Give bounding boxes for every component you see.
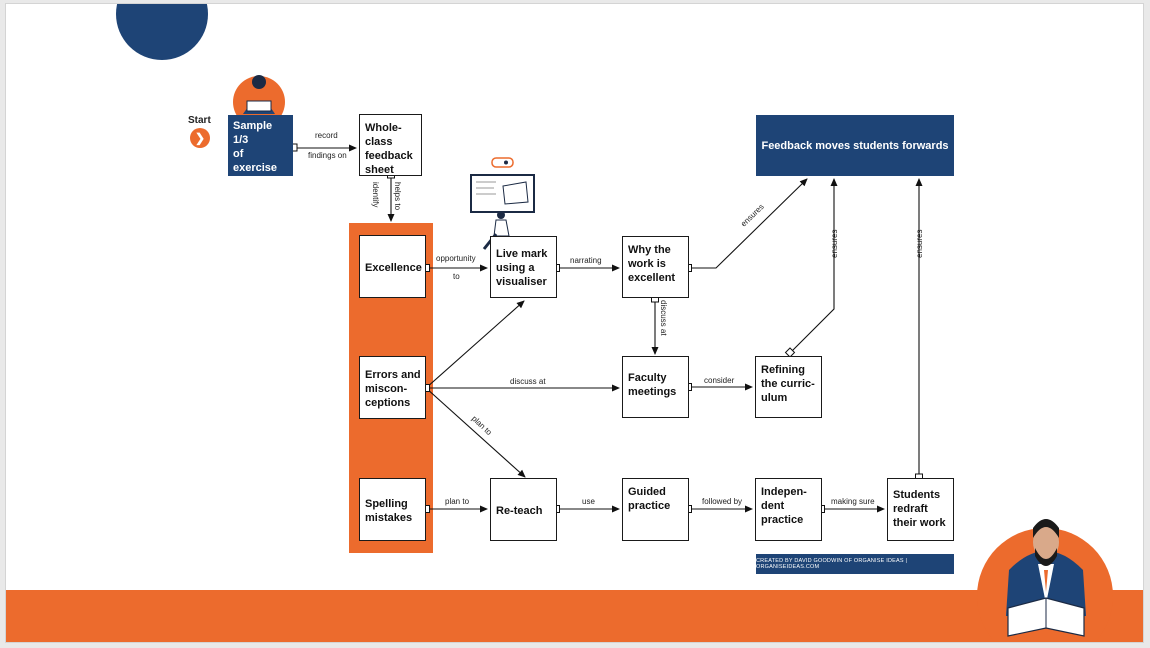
label-discuss-at-vertical: discuss at <box>659 300 668 336</box>
decorative-navy-circle <box>116 4 208 60</box>
label-discuss-at: discuss at <box>510 377 546 386</box>
node-excellence: Excellence <box>359 235 426 298</box>
edge-why-to-goal <box>688 178 808 269</box>
node-goal: Feedback moves students forwards <box>756 115 954 176</box>
edge-errors-to-reteach <box>425 387 526 478</box>
node-why-excellent: Why the work is excellent <box>622 236 689 298</box>
flow-canvas <box>6 4 1143 642</box>
slide: Start ❯ Sample 1/3 of exercise books in … <box>5 3 1144 643</box>
node-errors: Errors and miscon- ceptions <box>359 356 426 419</box>
node-independent-practice: Indepen- dent practice <box>755 478 822 541</box>
label-narrating: narrating <box>570 256 602 265</box>
label-ensures-redraft: ensures <box>915 229 924 258</box>
label-plan-to: plan to <box>445 497 470 506</box>
node-refining-curriculum: Refining the curric- ulum <box>755 356 822 418</box>
edge-errors-to-livemark <box>425 300 525 389</box>
label-identify: identify <box>371 182 380 208</box>
label-record: record <box>315 131 338 140</box>
label-findings-on: findings on <box>308 151 347 160</box>
label-use: use <box>582 497 595 506</box>
label-ensures-refining: ensures <box>830 229 839 258</box>
node-live-mark: Live mark using a visualiser <box>490 236 557 298</box>
node-spelling: Spelling mistakes <box>359 478 426 541</box>
visualiser-teacher-illustration <box>470 157 535 255</box>
label-consider: consider <box>704 376 735 385</box>
start-label: Start <box>188 115 211 126</box>
credit-banner[interactable]: CREATED BY DAVID GOODWIN OF ORGANISE IDE… <box>756 554 954 574</box>
chevron-right-icon[interactable]: ❯ <box>190 128 210 148</box>
edge-refining-to-goal <box>789 178 838 354</box>
node-feedback-sheet: Whole-class feedback sheet <box>359 114 422 176</box>
presenter-illustration <box>1006 519 1086 637</box>
label-making-sure: making sure <box>831 497 875 506</box>
node-students-redraft: Students redraft their work <box>887 478 954 541</box>
node-faculty-meetings: Faculty meetings <box>622 356 689 418</box>
node-sample-books: Sample 1/3 of exercise books in a class <box>228 115 293 202</box>
node-reteach: Re-teach <box>490 478 557 541</box>
label-opportunity: opportunity <box>436 254 476 263</box>
label-followed-by: followed by <box>702 497 743 506</box>
label-helps-to: helps to <box>393 182 402 211</box>
node-guided-practice: Guided practice <box>622 478 689 541</box>
bottom-orange-band <box>6 590 1143 642</box>
label-to: to <box>453 272 460 281</box>
